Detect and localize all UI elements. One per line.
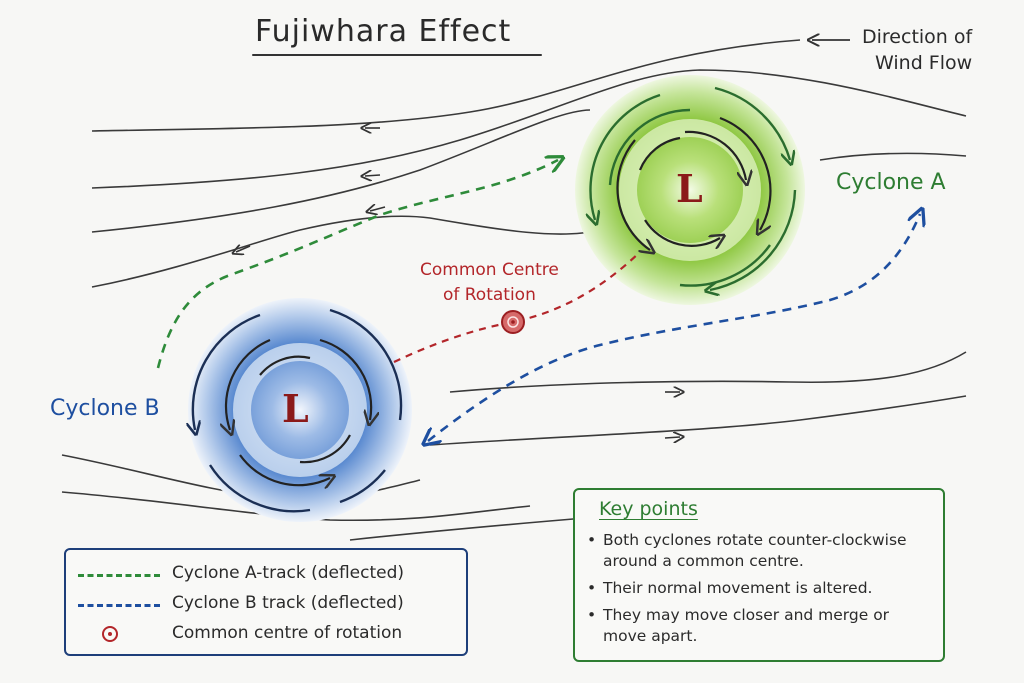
key-points-list: Both cyclones rotate counter-clockwise a… [583, 530, 935, 653]
legend-item-common-centre: Common centre of rotation [66, 620, 466, 650]
key-point-item: Both cyclones rotate counter-clockwise a… [583, 530, 935, 572]
common-centre-marker [501, 310, 525, 334]
streamline-9 [61, 491, 531, 522]
streamline-3 [91, 109, 591, 233]
legend-label: Cyclone A-track (deflected) [172, 563, 405, 583]
wind-direction-label: Direction of Wind Flow [862, 24, 972, 76]
legend-box: Cyclone A-track (deflected) Cyclone B tr… [64, 548, 468, 656]
streamline-1 [91, 39, 801, 132]
common-centre-line-1: Common Centre [420, 260, 559, 280]
centre-connection-line [393, 251, 641, 363]
legend-centre-dot-icon [102, 626, 118, 642]
legend-label: Cyclone B track (deflected) [172, 593, 404, 613]
streamline-5 [819, 152, 967, 161]
legend-item-cyclone-b-track: Cyclone B track (deflected) [66, 590, 466, 620]
common-centre-line-2: of Rotation [442, 285, 536, 305]
cyclone-a-arm-outer [714, 86, 790, 160]
cyclone-a-label: Cyclone A [836, 170, 946, 195]
cyclone-b-label: Cyclone B [50, 396, 160, 421]
wind-direction-line-1: Direction of [862, 26, 973, 48]
cyclone-b-arm-outer [193, 313, 261, 430]
cyclone-b-track [428, 214, 920, 441]
key-points-box: Key points Both cyclones rotate counter-… [573, 488, 945, 662]
wind-direction-line-2: Wind Flow [875, 52, 973, 74]
cyclone-b-body [188, 298, 412, 522]
cyclone-a-track [156, 160, 558, 369]
streamline-2 [91, 69, 967, 189]
key-points-title: Key points [599, 498, 698, 520]
legend-blue-dashed-swatch [78, 604, 160, 607]
legend-label: Common centre of rotation [172, 623, 403, 643]
key-point-item: Their normal movement is altered. [583, 578, 935, 599]
cyclone-b [188, 298, 412, 522]
streamline-6 [449, 351, 967, 393]
streamline-7 [429, 395, 967, 446]
cyclone-b-arm-inner [226, 338, 271, 430]
common-centre-label: Common Centre of Rotation [420, 258, 559, 308]
key-point-item: They may move closer and merge or move a… [583, 605, 935, 647]
title-underline [252, 54, 542, 56]
page-title: Fujiwhara Effect [255, 14, 512, 49]
cyclone-a-low-symbol: L [676, 166, 703, 211]
legend-green-dashed-swatch [78, 574, 160, 577]
legend-item-cyclone-a-track: Cyclone A-track (deflected) [66, 560, 466, 590]
cyclone-b-low-symbol: L [282, 386, 309, 431]
